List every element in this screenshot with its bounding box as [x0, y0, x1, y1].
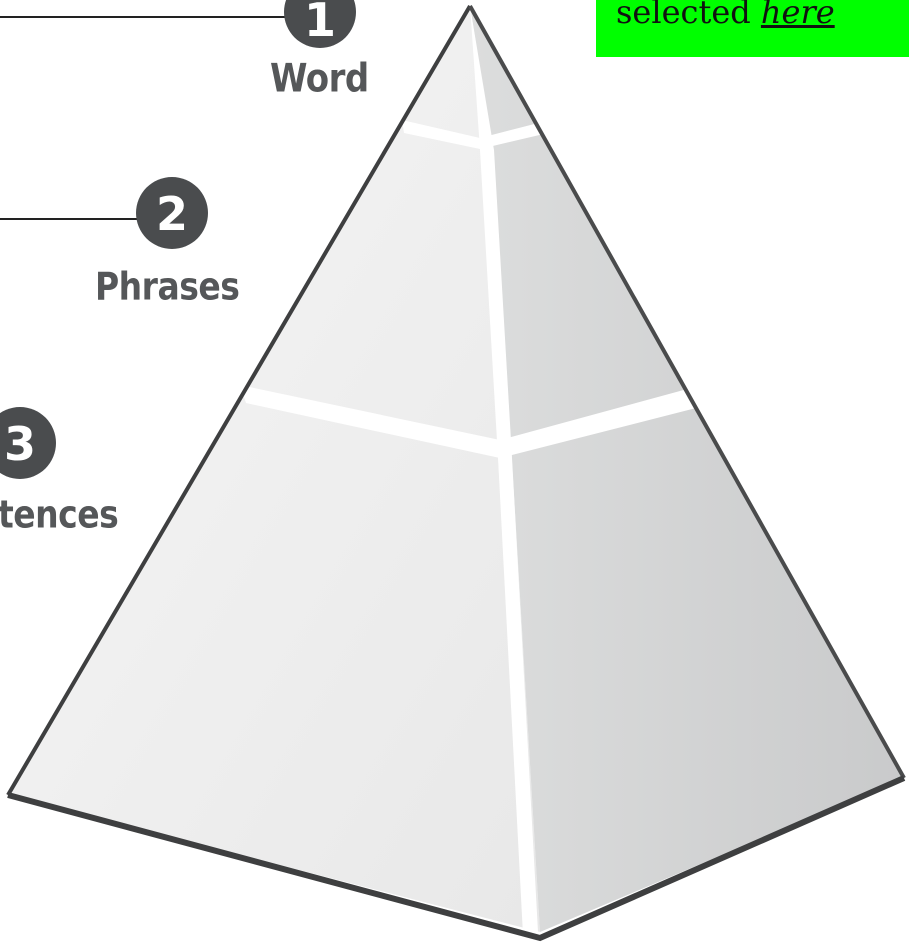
badge-1-number: 1: [304, 0, 336, 47]
badge-1: 1: [284, 0, 356, 48]
level-label-word: Word: [270, 56, 369, 102]
badge-2: 2: [136, 177, 208, 249]
badge-2-number: 2: [156, 187, 188, 241]
selection-note-label: selected: [616, 0, 751, 31]
badge-3-number: 3: [4, 417, 36, 471]
level-label-sentences: tences: [0, 492, 118, 537]
selection-note-link[interactable]: here: [761, 0, 835, 31]
pyramid-left-face: [8, 6, 540, 932]
pyramid-right-face: [470, 6, 904, 932]
selection-note: selected here: [596, 0, 909, 57]
badge-3: 3: [0, 407, 56, 479]
pyramid: [8, 6, 904, 938]
selection-note-text: selected here: [616, 0, 835, 31]
level-label-phrases: Phrases: [95, 264, 239, 309]
